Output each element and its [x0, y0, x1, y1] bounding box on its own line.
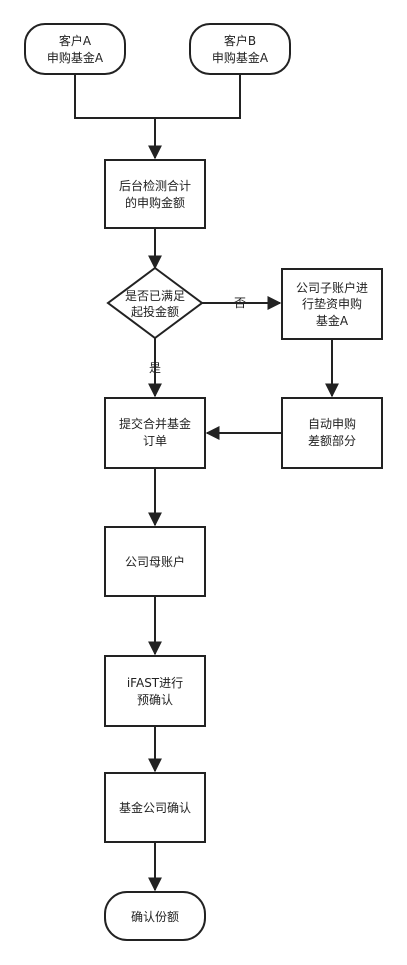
backend-check-line2: 的申购金额	[125, 195, 185, 210]
confirm-share-line1: 确认份额	[131, 910, 179, 924]
edge-label-no: 否	[234, 296, 246, 310]
decision-line2: 起投金额	[131, 304, 179, 319]
edges	[74, 74, 339, 892]
node-customer-a	[24, 23, 126, 75]
merge-order-line2: 订单	[143, 434, 167, 448]
node-backend-check	[104, 159, 206, 229]
decision-line1: 是否已满足	[125, 289, 185, 303]
customer-b-line1: 客户B	[224, 33, 256, 48]
nodes	[24, 23, 383, 941]
edge-label-yes: 是	[149, 361, 161, 375]
ifast-confirm-line1: iFAST进行	[127, 676, 183, 690]
merge-order-line1: 提交合并基金	[119, 416, 191, 431]
node-parent-account	[104, 526, 206, 597]
auto-purchase-line2: 差额部分	[308, 433, 356, 448]
sub-account-line2: 行垫资申购	[302, 296, 362, 311]
fund-company-line1: 基金公司确认	[119, 800, 191, 815]
node-confirm-share	[104, 891, 206, 941]
edge-customer-a-to-join	[74, 74, 155, 119]
node-customer-b	[189, 23, 291, 75]
node-fund-company	[104, 772, 206, 843]
edge-customer-b-to-join	[155, 74, 241, 119]
customer-b-line2: 申购基金A	[212, 50, 269, 65]
ifast-confirm-line2: 预确认	[137, 693, 173, 707]
node-sub-account	[281, 268, 383, 340]
sub-account-line1: 公司子账户进	[296, 280, 368, 295]
parent-account-line1: 公司母账户	[125, 554, 185, 569]
customer-a-line2: 申购基金A	[47, 50, 104, 65]
sub-account-line3: 基金A	[316, 313, 349, 328]
node-merge-order	[104, 397, 206, 469]
backend-check-line1: 后台检测合计	[119, 178, 191, 193]
node-decision	[106, 266, 204, 340]
auto-purchase-line1: 自动申购	[308, 416, 356, 431]
node-auto-purchase	[281, 397, 383, 469]
customer-a-line1: 客户A	[59, 33, 92, 48]
node-ifast-confirm	[104, 655, 206, 727]
node-labels: 客户A 申购基金A 客户B 申购基金A 后台检测合计 的申购金额 是否已满足 起…	[47, 33, 368, 924]
